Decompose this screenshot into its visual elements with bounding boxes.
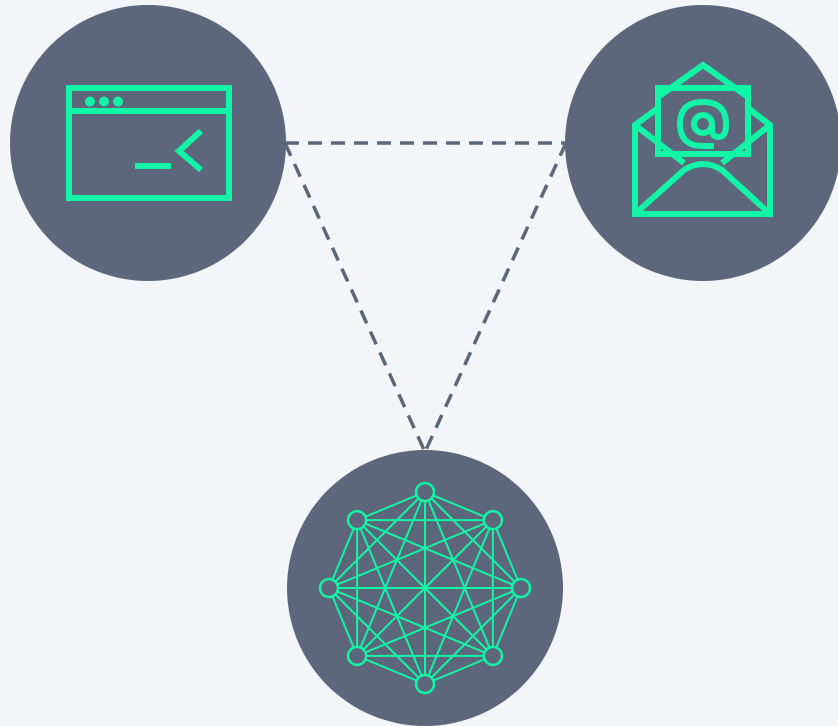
mesh-link: [328, 519, 359, 589]
node-terminal: [10, 5, 286, 281]
mesh-node: [318, 577, 340, 599]
mesh-node: [510, 577, 532, 599]
mesh-link: [356, 654, 426, 685]
mesh-network-icon: [318, 481, 532, 695]
mesh-link: [356, 519, 494, 657]
mesh-link: [491, 519, 522, 589]
mesh-link: [491, 587, 522, 657]
open-envelope-at-icon: [632, 61, 773, 217]
terminal-window-icon: [66, 85, 232, 201]
mesh-node: [414, 481, 436, 503]
mesh-link: [356, 519, 522, 589]
node-circle-terminal: [10, 5, 286, 281]
mesh-link: [356, 491, 426, 522]
mesh-link: [328, 587, 359, 657]
mesh-link: [424, 654, 494, 685]
mesh-link: [328, 587, 426, 685]
mesh-node: [482, 509, 504, 531]
mesh-link: [424, 491, 494, 522]
mesh-link: [356, 519, 426, 685]
window-dots-icon: [85, 96, 123, 107]
mesh-node: [482, 645, 504, 667]
connector-email-network: [423, 142, 568, 453]
node-email: [565, 5, 838, 281]
connector-terminal-network: [283, 142, 427, 453]
node-network: [287, 450, 563, 726]
mesh-node: [346, 509, 368, 531]
mesh-node: [346, 645, 368, 667]
connectors: [283, 141, 568, 453]
mesh-node: [414, 673, 436, 695]
